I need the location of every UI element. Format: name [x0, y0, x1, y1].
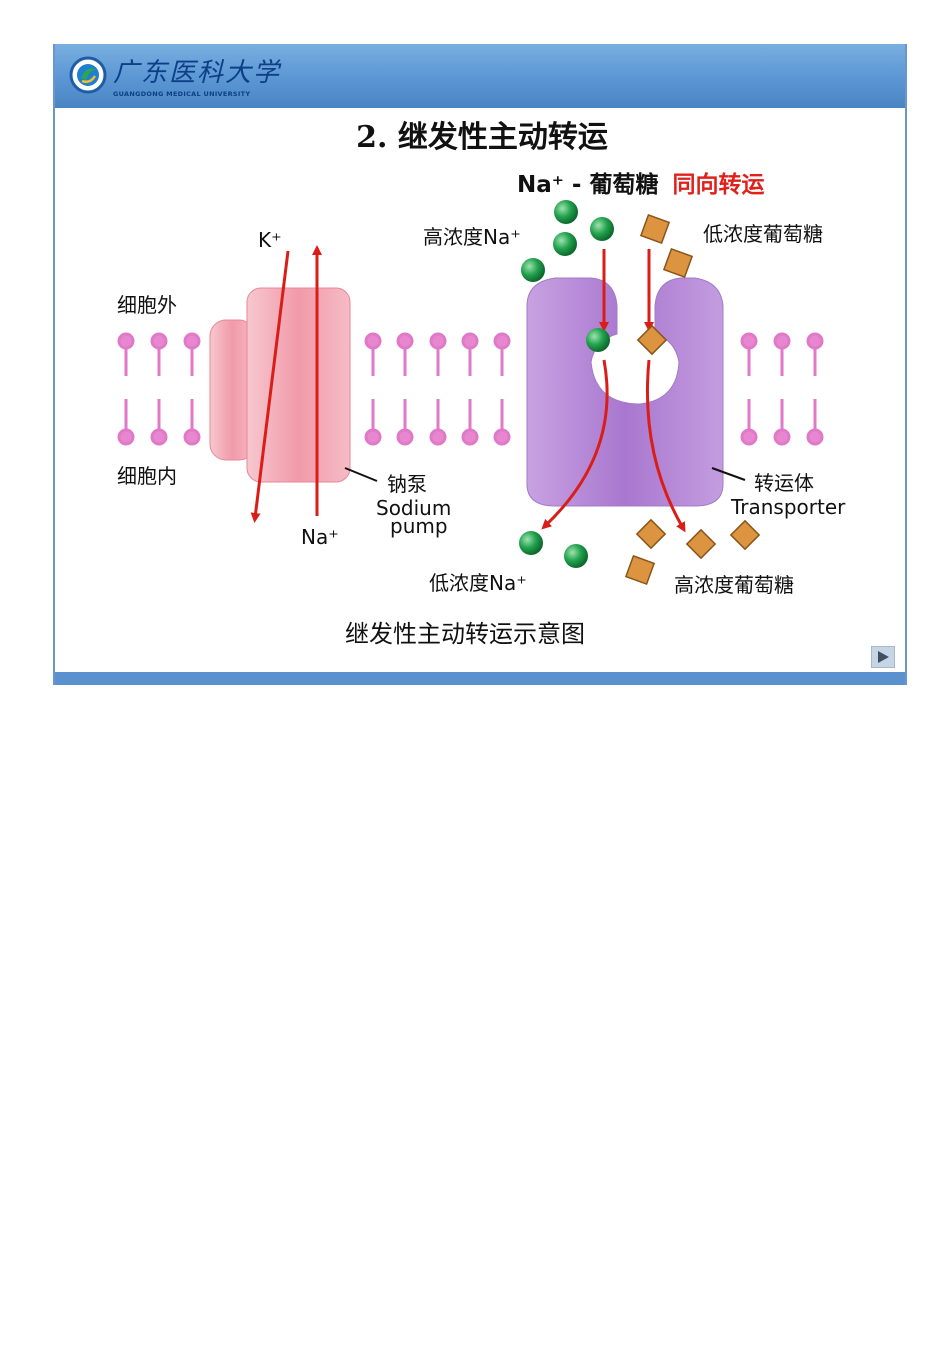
transporter-label-en: Transporter [730, 495, 846, 519]
subtitle-red: 同向转运 [673, 171, 765, 198]
university-name-cn: 广东医科大学 [113, 58, 282, 88]
lipid-group-middle [364, 332, 511, 446]
next-slide-icon [878, 651, 889, 663]
sodium-pump [209, 287, 351, 483]
pump-label-cn: 钠泵 [387, 472, 427, 496]
sodium-ions [519, 200, 614, 568]
pump-pointer [344, 467, 378, 482]
na-arrow-through [541, 359, 609, 530]
transporter-label-cn: 转运体 [754, 471, 814, 495]
next-slide-button[interactable] [871, 646, 895, 668]
low-glucose-label: 低浓度葡萄糖 [703, 222, 823, 246]
lipid-group-left [117, 332, 201, 446]
high-glucose-label: 高浓度葡萄糖 [674, 573, 794, 597]
subtitle: Na⁺ - 葡萄糖 同向转运 [517, 171, 765, 198]
intracellular-label: 细胞内 [117, 464, 177, 488]
lipid-bilayer [117, 332, 824, 446]
lipid-group-right [740, 332, 824, 446]
transporter [526, 277, 724, 507]
pump-label-en-1: Sodium [376, 496, 451, 520]
na-label-pump: Na⁺ [301, 525, 339, 549]
subtitle-main: Na⁺ - 葡萄糖 [517, 171, 658, 198]
header-banner: 广东医科大学 GUANGDONG MEDICAL UNIVERSITY [55, 44, 905, 108]
k-label: K⁺ [258, 228, 282, 252]
pump-label-en-2: pump [390, 514, 448, 538]
glucose-molecules [624, 213, 761, 586]
k-arrow [250, 250, 290, 523]
low-na-label: 低浓度Na⁺ [429, 571, 527, 595]
slide: 广东医科大学 GUANGDONG MEDICAL UNIVERSITY [53, 44, 907, 685]
university-name-en: GUANGDONG MEDICAL UNIVERSITY [113, 90, 251, 98]
high-na-label: 高浓度Na⁺ [423, 225, 521, 249]
transporter-pointer [711, 467, 746, 481]
university-logo-icon [69, 56, 107, 94]
diagram: 2. 继发性主动转运 Na⁺ - 葡萄糖 同向转运 [117, 120, 846, 648]
footer-bar [55, 672, 905, 685]
glucose-arrow-through [645, 359, 686, 533]
diagram-caption: 继发性主动转运示意图 [345, 620, 585, 648]
extracellular-label: 细胞外 [117, 293, 177, 317]
slide-title: 2. 继发性主动转运 [356, 120, 608, 155]
